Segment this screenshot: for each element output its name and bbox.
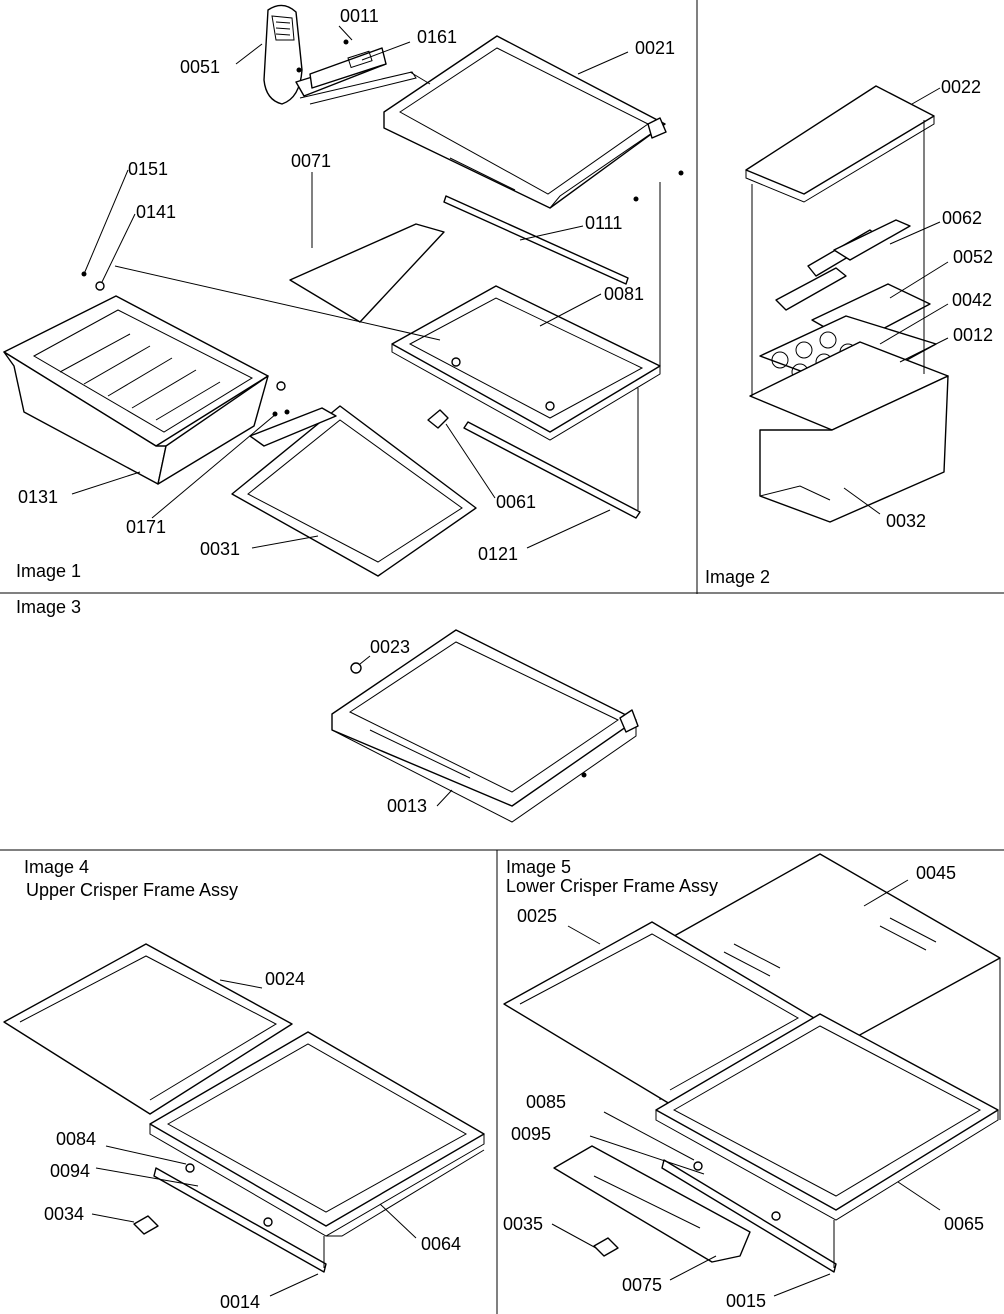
part-0081-frame	[391, 285, 661, 441]
part-0021-shelf	[383, 35, 667, 209]
label-0111: 0111	[585, 213, 622, 233]
label-0032: 0032	[886, 511, 926, 531]
part-0034-clip	[133, 1215, 159, 1235]
caption-image-4: Image 4	[24, 857, 89, 877]
label-0081: 0081	[604, 284, 644, 304]
part-0071-cover	[289, 223, 445, 323]
part-0065-frame	[655, 1013, 999, 1221]
label-0161: 0161	[417, 27, 457, 47]
part-0024-glass	[3, 943, 293, 1115]
label-0023: 0023	[370, 637, 410, 657]
label-0034: 0034	[44, 1204, 84, 1224]
label-0062: 0062	[942, 208, 982, 228]
label-0071: 0071	[291, 151, 331, 171]
label-0171: 0171	[126, 517, 166, 537]
label-0014: 0014	[220, 1292, 260, 1312]
label-0022: 0022	[941, 77, 981, 97]
subtitle-image-4: Upper Crisper Frame Assy	[26, 880, 238, 900]
label-0035: 0035	[503, 1214, 543, 1234]
label-0141: 0141	[136, 202, 176, 222]
part-0013-shelf	[331, 629, 639, 823]
label-0095: 0095	[511, 1124, 551, 1144]
part-0015-rail	[661, 1159, 837, 1273]
caption-image-2: Image 2	[705, 567, 770, 587]
part-0022-cover	[745, 85, 935, 195]
panel-image-1: 0051 0011 0161 0021 0151 0141 0071 0111 …	[3, 4, 684, 581]
panel-image-4: Image 4 Upper Crisper Frame Assy 0024 00…	[3, 857, 485, 1312]
part-0061-clip	[427, 409, 449, 429]
part-0121-rail	[463, 421, 641, 519]
label-0085: 0085	[526, 1092, 566, 1112]
label-0045: 0045	[916, 863, 956, 883]
panel-image-5: Image 5 Lower Crisper Frame Assy	[503, 853, 1001, 1311]
part-0023-cap	[350, 662, 362, 674]
part-0111-rail	[443, 195, 629, 285]
panel-image-3: Image 3 0023 0013	[16, 597, 639, 823]
label-0131: 0131	[18, 487, 58, 507]
caption-image-1: Image 1	[16, 561, 81, 581]
label-0065: 0065	[944, 1214, 984, 1234]
label-0121: 0121	[478, 544, 518, 564]
label-0051: 0051	[180, 57, 220, 77]
label-0064: 0064	[421, 1234, 461, 1254]
label-0012: 0012	[953, 325, 993, 345]
label-0024: 0024	[265, 969, 305, 989]
caption-image-3: Image 3	[16, 597, 81, 617]
label-0025: 0025	[517, 906, 557, 926]
part-0014-rail	[153, 1167, 327, 1273]
label-0151: 0151	[128, 159, 168, 179]
part-0131-crisper	[3, 295, 269, 485]
label-0031: 0031	[200, 539, 240, 559]
label-0061: 0061	[496, 492, 536, 512]
label-0013: 0013	[387, 796, 427, 816]
label-0011: 0011	[340, 6, 379, 26]
part-0035-clip	[593, 1237, 619, 1257]
label-0075: 0075	[622, 1275, 662, 1295]
label-0042: 0042	[952, 290, 992, 310]
label-0015: 0015	[726, 1291, 766, 1311]
part-0161-bracket	[295, 47, 417, 105]
label-0084: 0084	[56, 1129, 96, 1149]
part-0051-housing	[263, 4, 303, 105]
panel-image-2: 0022 0062 0052 0042 0012 0032 Image 2	[705, 77, 993, 587]
caption-image-5: Image 5	[506, 857, 571, 877]
part-0064-frame	[149, 1031, 485, 1237]
subtitle-image-5: Lower Crisper Frame Assy	[506, 876, 718, 896]
label-0052: 0052	[953, 247, 993, 267]
part-0031-drawer	[231, 405, 477, 577]
label-0021: 0021	[635, 38, 675, 58]
label-0094: 0094	[50, 1161, 90, 1181]
